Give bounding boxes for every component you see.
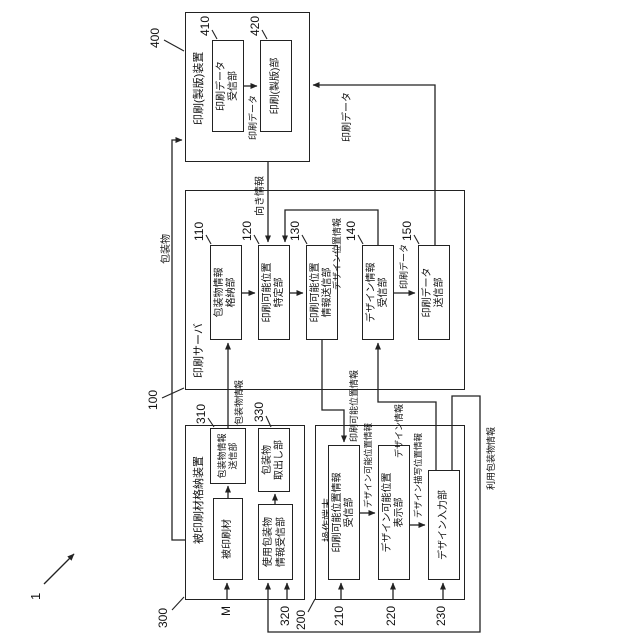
arrow-150-to-400	[312, 82, 436, 245]
ref-210: 210	[332, 605, 346, 626]
device-label-300: 被印刷材格納装置	[193, 456, 205, 544]
ref-310: 310	[194, 403, 208, 424]
flow-label-used-packaging-info: 利用包装物情報	[486, 426, 496, 490]
ref-220: 220	[384, 605, 398, 626]
ref-120: 120	[240, 220, 254, 241]
ref-130: 130	[288, 220, 302, 241]
device-label-400: 印刷(製版)装置	[193, 51, 205, 125]
leader-130	[301, 234, 308, 245]
flow-label-packaging: 包装物	[161, 234, 172, 264]
leader-410	[211, 29, 218, 40]
flow-label-print-data-410-420: 印刷データ	[248, 94, 258, 140]
leader-310	[207, 417, 215, 428]
ref-300: 300	[156, 607, 170, 628]
unit-box-110: 包装物情報 格納部	[210, 245, 242, 340]
unit-box-310: 包装物情報 送信部	[210, 428, 246, 484]
ref-330: 330	[252, 401, 266, 422]
leader-420	[261, 29, 268, 40]
ref-230: 230	[434, 605, 448, 626]
leader-120	[253, 234, 260, 245]
unit-box-220: デザイン可能位置 表示部	[378, 445, 410, 580]
leader-200	[307, 598, 316, 613]
unit-box-150: 印刷データ 送信部	[418, 245, 450, 340]
ref-material-M: M	[219, 606, 233, 616]
unit-box-material: 被印刷材	[213, 498, 243, 580]
leader-100	[161, 387, 185, 399]
ref-110: 110	[192, 221, 206, 241]
flow-label-orientation-info: 向き情報	[255, 176, 266, 216]
device-label-100: 印刷サーバ	[193, 323, 205, 378]
leader-140	[357, 234, 364, 245]
ref-410: 410	[198, 15, 212, 36]
flow-label-design-position-info: デザイン位置情報	[332, 217, 342, 290]
leader-300	[171, 596, 185, 611]
flow-label-designable-position-info: デザイン可能位置情報	[363, 422, 373, 508]
leader-150	[413, 234, 420, 245]
leader-330	[265, 415, 272, 428]
flow-label-print-data-140-150: 印刷データ	[399, 243, 409, 289]
unit-box-330: 包装物 取出し部	[258, 428, 290, 492]
figure-ref-arrow	[43, 553, 75, 585]
arrow-packaging-300-to-400	[171, 137, 185, 541]
unit-box-120: 印刷可能位置 特定部	[258, 245, 290, 340]
flow-label-design-info: デザイン情報	[394, 403, 404, 458]
arrow-230-to-140	[375, 342, 437, 470]
ref-200: 200	[294, 609, 308, 630]
leader-400	[163, 39, 185, 52]
ref-420: 420	[248, 15, 262, 36]
unit-box-320: 使用包装物 情報受信部	[258, 504, 293, 580]
flow-label-print-data-150-400: 印刷データ	[342, 92, 353, 142]
unit-box-140: デザイン情報 受信部	[362, 245, 394, 340]
flow-label-packaging-info: 包装物情報	[234, 379, 244, 425]
ref-140: 140	[344, 220, 358, 241]
ref-100: 100	[146, 389, 160, 410]
ref-150: 150	[400, 220, 414, 241]
unit-box-230: デザイン入力部	[428, 470, 460, 580]
ref-320: 320	[278, 605, 292, 626]
leader-110	[205, 234, 212, 245]
ref-400: 400	[148, 27, 162, 48]
unit-box-410: 印刷データ 受信部	[212, 40, 244, 132]
flow-label-design-drawing-position-info: デザイン描写位置情報	[413, 432, 423, 518]
figure-ref: 1	[28, 592, 43, 600]
arrow-140-to-120	[282, 209, 379, 245]
unit-box-210: 印刷可能位置情報 受信部	[328, 445, 360, 580]
unit-box-420: 印刷(製版)部	[260, 40, 292, 132]
arrow-230-to-320	[265, 395, 481, 633]
flow-label-printable-position-info: 印刷可能位置情報	[349, 369, 359, 442]
arrow-130-to-210	[321, 340, 347, 443]
